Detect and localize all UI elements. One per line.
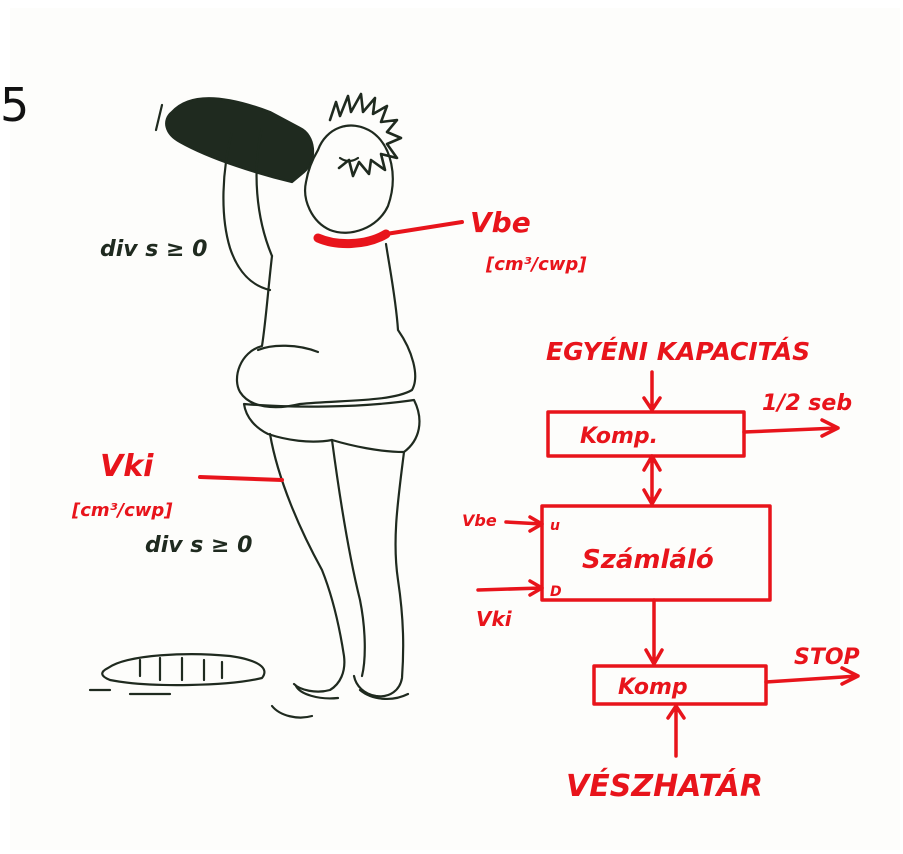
neck-sensor: [313, 229, 391, 249]
block-diagram: [476, 370, 860, 758]
bottom-input-label: VÉSZHATÁR: [566, 768, 763, 804]
comparator-top-label: Komp.: [580, 424, 658, 449]
comparator-top-output-arrow: [742, 418, 840, 438]
top-input-arrow: [642, 370, 662, 412]
raised-arm: [222, 126, 274, 292]
counter-input-down-label: Vki: [476, 607, 513, 631]
feet: [294, 684, 410, 700]
counter-label: Számláló: [582, 545, 714, 575]
output-unit-label: [cm³/cwp]: [71, 500, 173, 521]
paper-sheet: [10, 8, 900, 850]
bottom-input-arrow: [666, 704, 686, 758]
hip-sensor-lead: [198, 475, 284, 482]
comparator-bottom-label: Komp: [618, 675, 688, 700]
edge-glyph: 5: [0, 78, 30, 132]
counter-port-down-label: D: [550, 584, 562, 600]
comparator-bottom-output-label: STOP: [794, 645, 860, 670]
bottle-icon: [165, 97, 314, 184]
input-unit-label: [cm³/cwp]: [485, 254, 587, 275]
counter-port-up-label: u: [550, 518, 560, 534]
comparator-bottom-output-arrow: [764, 666, 860, 686]
left-leg: [268, 432, 346, 693]
neck-sensor-lead: [384, 220, 464, 236]
output-divergence-label: div s ≥ 0: [145, 533, 252, 558]
briefs: [242, 398, 421, 454]
counter-input-up-arrow: [504, 515, 544, 533]
counter-input-down-arrow: [476, 579, 544, 597]
head: [304, 124, 394, 234]
drinking-man-illustration: [88, 92, 421, 719]
output-flow-label: Vki: [100, 449, 154, 484]
counter-box: [540, 504, 772, 602]
top-input-label: EGYÉNI KAPACITÁS: [546, 337, 810, 366]
sensor-marks: [198, 220, 464, 482]
input-flow-label: Vbe: [470, 206, 531, 239]
link-bottom: [644, 598, 664, 666]
hair: [328, 92, 403, 178]
counter-input-up-label: Vbe: [462, 511, 497, 530]
comparator-top-output-label: 1/2 seb: [762, 391, 852, 416]
right-leg: [352, 450, 406, 698]
puddle: [101, 653, 266, 687]
torso: [235, 242, 417, 409]
comparator-bottom-box: [592, 664, 768, 706]
comparator-top-box: [546, 410, 746, 458]
input-divergence-label: div s ≥ 0: [100, 237, 207, 262]
link-top: [642, 454, 662, 506]
